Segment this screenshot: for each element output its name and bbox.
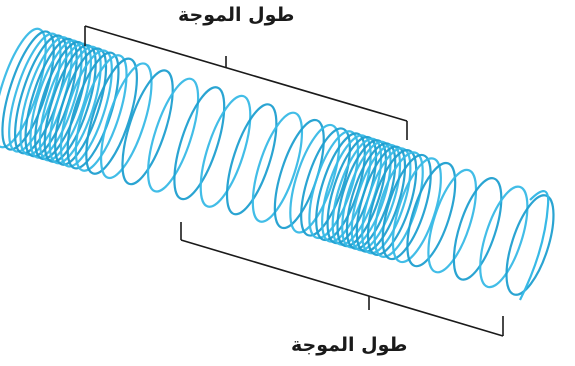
coil-turn [138,73,209,196]
coil-turn [470,181,537,292]
slinky-coil [0,23,563,300]
coil-turn [497,190,563,300]
coil-turn [190,91,260,212]
top-wavelength-bracket [85,26,407,140]
wavelength-label-top: طول الموجة [178,4,294,26]
coil-turn [419,165,486,278]
coil-tail [520,191,548,300]
bottom-wavelength-bracket [181,222,503,336]
wavelength-label-bottom: طول الموجة [291,334,407,356]
coil-turn [164,82,234,204]
